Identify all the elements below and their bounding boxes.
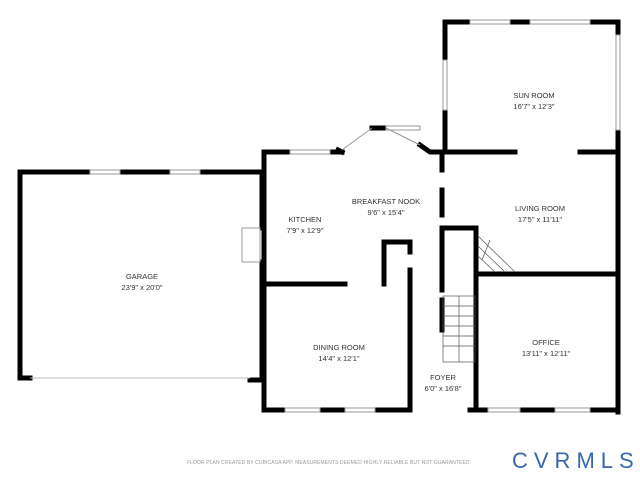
room-label-living-room: LIVING ROOM 17'5" x 11'11" [515, 203, 565, 225]
window [487, 407, 521, 413]
disclaimer: FLOOR PLAN CREATED BY CUBICASA APP. MEAS… [187, 460, 472, 466]
window [341, 127, 373, 151]
closet-wall [381, 239, 413, 287]
room-name: GARAGE [125, 272, 159, 281]
stairs [442, 235, 516, 363]
room-name: DINING ROOM [313, 343, 365, 352]
room-name: FOYER [430, 373, 456, 382]
side-door-step [241, 227, 261, 263]
room-size: 9'6" x 15'4" [367, 208, 405, 217]
room-size: 6'0" x 16'8" [424, 384, 462, 393]
room-size: 17'5" x 11'11" [517, 215, 563, 224]
room-label-foyer: FOYER 6'0" x 16'8" [425, 372, 462, 394]
room-label-dining-room: DINING ROOM 14'4" x 12'1" [313, 342, 365, 364]
window [89, 169, 121, 175]
living-stair-tread [477, 235, 516, 273]
room-name: OFFICE [532, 338, 560, 347]
stair-wall [439, 225, 479, 413]
window [615, 34, 621, 131]
room-name: LIVING ROOM [514, 204, 566, 213]
living-stair-tread [477, 255, 496, 273]
window [385, 125, 421, 131]
window [529, 19, 591, 25]
window [554, 407, 591, 413]
garage-walls [17, 169, 265, 383]
room-label-sun-room: SUN ROOM 16'7" x 12'3" [513, 90, 554, 112]
room-name: SUN ROOM [513, 91, 555, 100]
room-label-garage: GARAGE 23'9" x 20'0" [121, 271, 162, 293]
window [469, 19, 511, 25]
room-label-office: OFFICE 13'11" x 12'11" [522, 337, 570, 359]
cvrmls-logo: CVRMLS [512, 448, 640, 473]
room-size: 14'4" x 12'1" [318, 354, 360, 363]
walls [17, 19, 621, 415]
living-stair-tread [477, 245, 506, 273]
window [442, 59, 448, 111]
window [385, 127, 421, 146]
windows [89, 19, 621, 413]
window [169, 169, 201, 175]
window [344, 407, 376, 413]
room-size: 16'7" x 12'3" [513, 102, 555, 111]
room-name: BREAKFAST NOOK [351, 197, 421, 206]
room-size: 13'11" x 12'11" [521, 349, 571, 358]
living-stair-tread [481, 239, 491, 261]
sunroom-walls [442, 19, 621, 155]
room-label-breakfast-nook: BREAKFAST NOOK 9'6" x 15'4" [352, 196, 420, 218]
bay-wall [334, 125, 448, 156]
room-size: 23'9" x 20'0" [121, 283, 163, 292]
window [289, 149, 331, 155]
room-size: 7'9" x 12'9" [286, 226, 324, 235]
window [284, 407, 321, 413]
room-label-kitchen: KITCHEN 7'9" x 12'9" [287, 214, 324, 236]
room-name: KITCHEN [288, 215, 322, 224]
